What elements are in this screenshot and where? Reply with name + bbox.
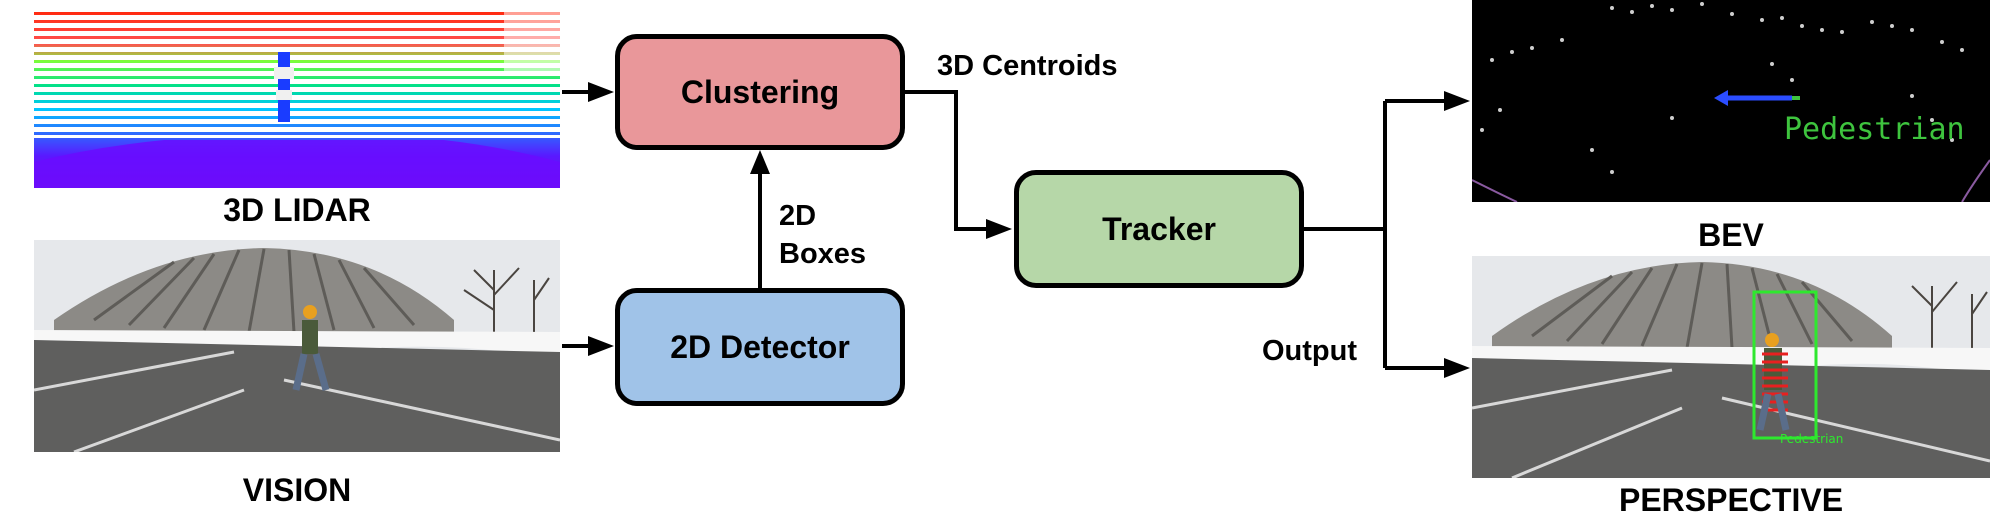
vision-caption: VISION — [242, 472, 352, 508]
lidar-point-cloud-image — [34, 12, 560, 188]
vision-camera-image — [34, 240, 560, 452]
perspective-pedestrian-tag: Pedestrian — [1780, 432, 1844, 446]
output-label: Output — [1262, 335, 1358, 367]
detector-block: 2D Detector — [615, 288, 905, 406]
lidar-caption: 3D LIDAR — [223, 192, 371, 228]
boxes-label-line2: Boxes — [779, 238, 867, 270]
perspective-caption: PERSPECTIVE — [1618, 482, 1844, 518]
bev-caption: BEV — [1698, 217, 1764, 253]
centroids-label: 3D Centroids — [937, 50, 1118, 82]
clustering-block: Clustering — [615, 34, 905, 150]
bev-pedestrian-tag: Pedestrian — [1784, 112, 1965, 147]
perspective-output-image: Pedestrian — [1472, 256, 1990, 478]
boxes-label-line1: 2D — [779, 200, 817, 232]
bev-output-image: Pedestrian — [1472, 0, 1990, 202]
tracker-block: Tracker — [1014, 170, 1304, 288]
